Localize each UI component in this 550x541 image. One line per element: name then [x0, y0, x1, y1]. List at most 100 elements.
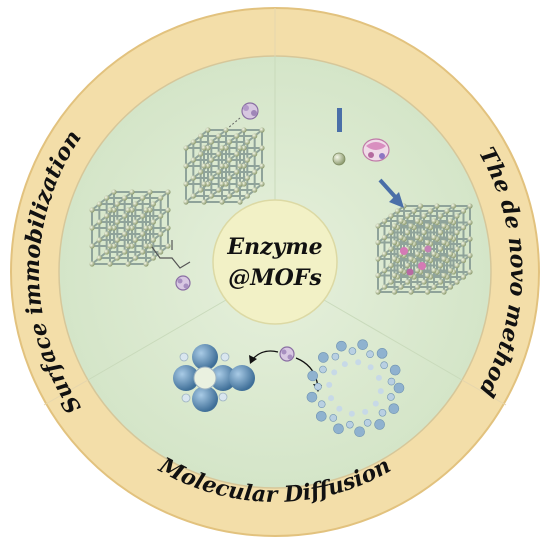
- lattice-node: [241, 145, 247, 151]
- lattice-node: [165, 243, 171, 249]
- lattice-node: [252, 151, 258, 157]
- lattice-node: [460, 224, 467, 231]
- lattice-node: [190, 157, 196, 163]
- lattice-node: [208, 139, 214, 145]
- lattice-node: [381, 284, 388, 290]
- mof-pore-atom: [377, 388, 384, 395]
- lattice-node: [437, 213, 444, 219]
- lattice-node: [140, 231, 146, 237]
- lattice-node: [205, 145, 211, 151]
- mof-lattice-left: [89, 189, 171, 267]
- lattice-bond: [145, 209, 169, 229]
- lattice-node: [223, 145, 229, 151]
- lattice-bond: [109, 209, 133, 229]
- lattice-bond: [203, 129, 227, 149]
- lattice-node: [158, 195, 164, 201]
- lattice-node: [147, 225, 153, 231]
- mof-pore-atom: [367, 364, 374, 371]
- lattice-node: [424, 256, 431, 262]
- lattice-node: [454, 246, 460, 252]
- lattice-node: [132, 219, 138, 225]
- lattice-bond: [145, 245, 169, 265]
- lattice-node: [125, 261, 131, 267]
- lattice-node: [89, 207, 95, 213]
- lattice-node: [431, 234, 437, 241]
- lattice-node: [408, 239, 414, 246]
- lattice-node: [201, 163, 207, 169]
- lattice-node: [114, 219, 120, 225]
- lattice-node: [129, 207, 135, 213]
- lattice-node: [140, 213, 146, 219]
- lattice-node: [460, 241, 467, 247]
- lattice-node: [158, 213, 164, 219]
- lattice-node: [165, 225, 171, 231]
- lattice-node: [424, 239, 431, 246]
- linker-chain-icon: [151, 240, 191, 269]
- lattice-node: [201, 199, 207, 205]
- lattice-node: [259, 163, 265, 169]
- lattice-node: [404, 262, 411, 269]
- lattice-node: [241, 127, 247, 133]
- mof-pore-atom: [336, 340, 347, 352]
- lattice-bond: [221, 147, 245, 167]
- lattice-node: [89, 225, 95, 231]
- lattice-node: [147, 243, 153, 249]
- lattice-node: [122, 195, 128, 201]
- lattice-node: [404, 229, 411, 236]
- lattice-node: [150, 219, 156, 225]
- lattice-node: [398, 234, 404, 241]
- lattice-node: [125, 243, 131, 249]
- lattice-node: [198, 133, 204, 139]
- lattice-node: [223, 127, 229, 133]
- lattice-node: [408, 256, 414, 262]
- lattice-node: [147, 189, 153, 195]
- encapsulated-enzymes: [400, 245, 432, 276]
- mof-pore-atom: [319, 365, 327, 374]
- lattice-bond: [91, 227, 115, 247]
- lattice-bond: [221, 165, 245, 185]
- lattice-node: [104, 213, 110, 219]
- lattice-node: [441, 223, 447, 229]
- lattice-node: [444, 208, 450, 214]
- lattice-node: [107, 225, 113, 231]
- lattice-node: [391, 239, 398, 246]
- lattice-node: [183, 145, 189, 151]
- lattice-node: [447, 267, 454, 274]
- lattice-node: [89, 243, 95, 249]
- lattice-node: [237, 163, 243, 169]
- lattice-node: [241, 181, 247, 187]
- lattice-node: [414, 218, 421, 224]
- lattice-node: [201, 145, 207, 151]
- lattice-node: [226, 193, 232, 199]
- lattice-node: [434, 203, 440, 209]
- lattice-node: [190, 175, 196, 181]
- lattice-node: [219, 199, 225, 205]
- lattice-node: [467, 252, 473, 259]
- lattice-node: [219, 145, 225, 151]
- lattice-node: [96, 219, 102, 225]
- enzyme-top-icon: [227, 102, 259, 129]
- lattice-node: [414, 284, 421, 290]
- lattice-node: [421, 229, 427, 236]
- lattice-node: [125, 207, 131, 213]
- lattice-node: [467, 269, 473, 275]
- lattice-node: [107, 243, 113, 249]
- lattice-node: [198, 169, 204, 175]
- lattice-node: [454, 262, 460, 269]
- lattice-node: [237, 199, 243, 205]
- lattice-node: [183, 181, 189, 187]
- lattice-node: [375, 239, 381, 246]
- lattice-node: [241, 163, 247, 169]
- lattice-node: [244, 157, 250, 163]
- mof-pore-atom: [329, 414, 338, 422]
- mof-pore-atom: [374, 419, 385, 430]
- lattice-node: [398, 267, 404, 274]
- lattice-node: [111, 189, 117, 195]
- lattice-node: [460, 257, 467, 264]
- lattice-node: [208, 193, 214, 199]
- lattice-node: [216, 169, 222, 175]
- lattice-node: [216, 151, 222, 157]
- lattice-node: [388, 279, 394, 285]
- lattice-node: [388, 262, 394, 269]
